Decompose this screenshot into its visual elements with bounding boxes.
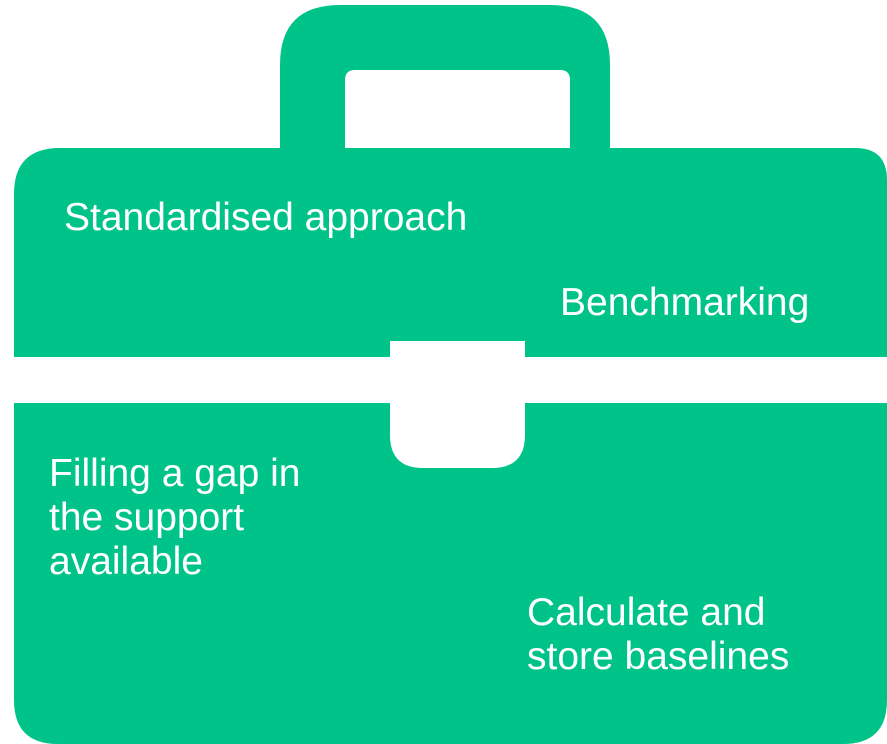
label-line: Standardised approach — [64, 196, 468, 239]
label-benchmarking: Benchmarking — [560, 281, 809, 325]
label-line: Calculate and — [527, 591, 766, 634]
label-filling-a-gap: Filling a gap in the support available — [49, 452, 300, 584]
briefcase-upper-body — [14, 148, 887, 357]
label-line: Filling a gap in — [49, 452, 301, 495]
label-calculate-baselines: Calculate and store baselines — [527, 591, 789, 679]
briefcase-lower-body — [14, 403, 887, 744]
label-line: Benchmarking — [560, 281, 810, 324]
label-line: the support — [49, 496, 245, 539]
label-standardised-approach: Standardised approach — [64, 196, 467, 240]
briefcase-handle — [280, 5, 610, 150]
label-line: available — [49, 540, 203, 583]
label-line: store baselines — [527, 635, 790, 678]
